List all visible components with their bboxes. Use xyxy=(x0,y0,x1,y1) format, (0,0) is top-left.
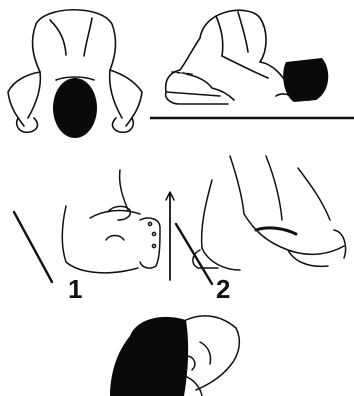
figure-side-prostration xyxy=(150,0,354,125)
hair-shape xyxy=(53,78,97,138)
figure-head-detail xyxy=(90,306,270,396)
figure-number-1: 1 xyxy=(68,276,82,302)
hair-shape xyxy=(110,317,188,396)
figure-front-prostration xyxy=(0,0,150,150)
hair-shape xyxy=(283,58,328,102)
figure-feet-detail-2 xyxy=(170,150,354,300)
figure-number-2: 2 xyxy=(216,276,230,302)
figure-feet-detail-1 xyxy=(0,150,180,290)
